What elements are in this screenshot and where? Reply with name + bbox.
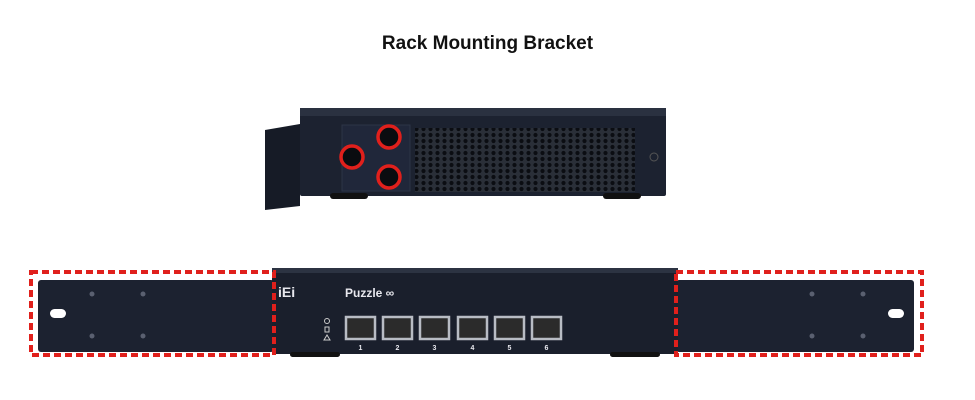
ethernet-port bbox=[456, 315, 489, 341]
ethernet-port bbox=[530, 315, 563, 341]
mount-hole bbox=[339, 144, 365, 170]
ethernet-port bbox=[418, 315, 451, 341]
ethernet-port bbox=[344, 315, 377, 341]
page-title: Rack Mounting Bracket bbox=[381, 33, 594, 54]
foot bbox=[330, 193, 368, 199]
side-bracket bbox=[265, 124, 300, 210]
right-bracket bbox=[676, 280, 914, 352]
bracket-slot bbox=[50, 309, 66, 318]
model-name: Puzzle ∞ bbox=[345, 286, 394, 300]
foot bbox=[603, 193, 641, 199]
ethernet-ports: 1 2 3 4 5 6 bbox=[344, 315, 563, 352]
mount-hole bbox=[376, 164, 402, 190]
front-view: iEi Puzzle ∞ 1 2 3 4 5 6 bbox=[38, 268, 914, 357]
power-icon bbox=[324, 318, 330, 324]
screw-icon bbox=[649, 152, 659, 162]
side-view bbox=[265, 108, 666, 210]
port-number: 2 bbox=[396, 345, 400, 352]
ethernet-port bbox=[381, 315, 414, 341]
chassis-top-edge bbox=[300, 108, 666, 116]
port-number: 6 bbox=[545, 345, 549, 352]
vent-grille bbox=[415, 128, 635, 192]
bracket-slot bbox=[888, 309, 904, 318]
ethernet-port bbox=[493, 315, 526, 341]
warning-icon bbox=[323, 334, 331, 341]
brand-logo: iEi bbox=[278, 284, 295, 300]
port-number: 4 bbox=[471, 345, 475, 352]
chassis-front bbox=[272, 270, 678, 354]
left-bracket-highlight bbox=[29, 270, 276, 357]
port-number: 5 bbox=[508, 345, 512, 352]
port-number: 3 bbox=[433, 345, 437, 352]
port-number: 1 bbox=[359, 345, 363, 352]
storage-icon bbox=[324, 326, 330, 333]
right-bracket-highlight bbox=[674, 270, 924, 357]
mounting-holes-highlight bbox=[339, 124, 402, 190]
mount-hole bbox=[376, 124, 402, 150]
left-bracket bbox=[38, 280, 274, 352]
